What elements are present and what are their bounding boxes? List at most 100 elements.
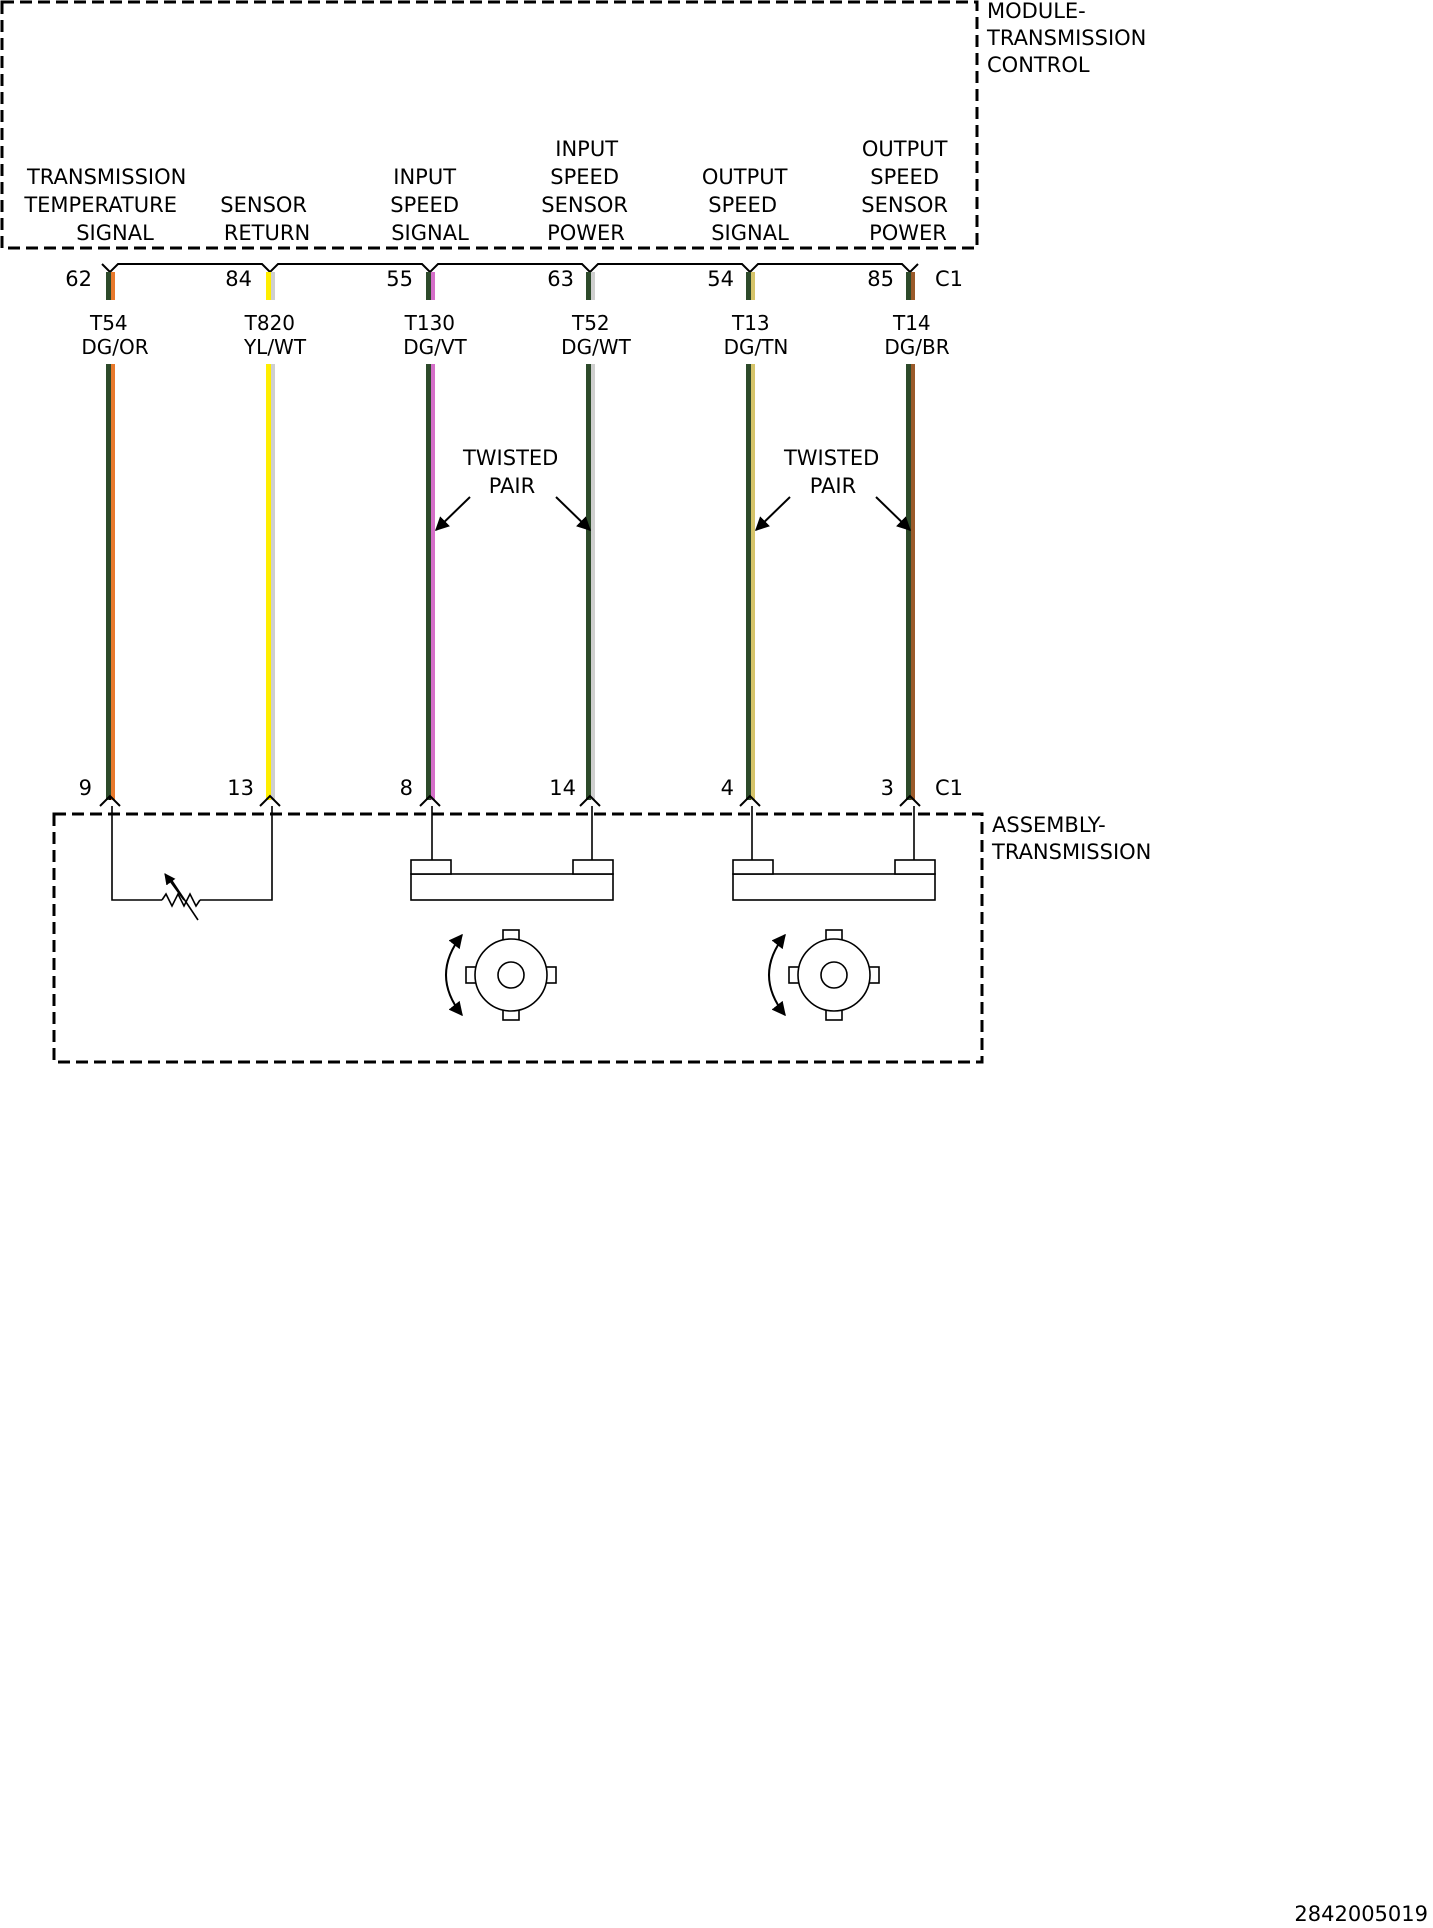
assembly-pin: 4 [721,776,734,800]
circuit-number: T14 [892,311,931,335]
circuit-label: T54 DG/OR [81,311,148,359]
function-label-input-speed-sensor-power: INPUT SPEED SENSOR POWER [541,137,634,245]
tone-wheel-icon [465,929,557,1021]
function-label-line: SIGNAL [711,221,789,245]
assembly-pin: 3 [881,776,894,800]
module-pin: 62 [65,267,92,291]
input-speed-sensor [410,806,614,1021]
module-pin: 54 [707,267,734,291]
function-label-transmission-temperature: TRANSMISSION TEMPERATURE SIGNAL [23,165,193,245]
thermistor-lead [111,806,162,901]
twisted-pair-label-line: PAIR [810,474,856,498]
module-title-line: TRANSMISSION [986,26,1146,50]
circuit-label: T52 DG/WT [561,311,631,359]
tone-wheel-hub [497,961,525,989]
function-label-line: INPUT [393,165,456,189]
function-label-line: SPEED [708,193,777,217]
sensor-terminal [410,859,452,875]
function-label-line: SPEED [550,165,619,189]
connector-pin-mark [899,794,921,807]
circuit-label: T13 DG/TN [724,311,789,359]
function-label-line: TRANSMISSION [26,165,186,189]
function-label-sensor-return: SENSOR RETURN [220,193,313,245]
module-pin: 84 [225,267,252,291]
wire-t820 [250,272,300,800]
twisted-pair-label-line: TWISTED [783,446,879,470]
circuit-label: T130 DG/VT [403,311,467,359]
thermistor-symbol [111,806,273,921]
circuit-label: T14 DG/BR [884,311,949,359]
twisted-pair-label-line: TWISTED [462,446,558,470]
circuit-number: T52 [571,311,610,335]
wire-label-gap [400,300,470,364]
function-label-line: SENSOR [220,193,307,217]
wire-label-gap [250,300,300,364]
sensor-body [732,873,936,901]
circuit-label: T820 YL/WT [243,311,307,359]
wire-color-code: DG/VT [403,335,467,359]
wire-base [426,272,431,800]
tone-wheel-hub [820,961,848,989]
connector-pin-mark [579,794,601,807]
wire-t14 [880,272,950,800]
thermistor-arrow [164,873,185,901]
wire-label-gap [560,300,630,364]
wire-base [106,272,111,800]
function-label-line: OUTPUT [702,165,788,189]
wire-stripe [591,272,595,800]
wire-base [906,272,911,800]
sensor-terminal [732,859,774,875]
rotation-arrow-icon [445,933,463,1017]
function-label-line: SIGNAL [76,221,154,245]
wire-base [586,272,591,800]
twisted-pair-arrow [555,496,592,531]
wire-label-gap [100,300,120,364]
function-label-output-speed-signal: OUTPUT SPEED SIGNAL [702,165,794,245]
assembly-title-line: ASSEMBLY- [992,813,1106,837]
module-title: MODULE- TRANSMISSION CONTROL [986,0,1153,77]
connector-pin-mark [259,794,281,807]
assembly-box [52,812,984,1064]
wire-base [266,272,271,800]
wire-stripe [751,272,755,800]
circuit-number: T54 [89,311,128,335]
wire-base [746,272,751,800]
wire-t130 [400,272,470,800]
tone-wheel-icon [788,929,880,1021]
wire-label-gap [720,300,790,364]
assembly-connector-c1 [99,794,921,807]
assembly-title-line: TRANSMISSION [991,840,1151,864]
connector-pin-mark [419,794,441,807]
assembly-connector-label: C1 [935,776,963,800]
module-box [0,0,979,250]
wire-color-code: DG/TN [724,335,789,359]
function-label-line: SPEED [390,193,459,217]
module-pin: 55 [386,267,413,291]
function-label-line: POWER [869,221,947,245]
twisted-pair-label: TWISTED PAIR [462,446,565,498]
assembly-pin: 13 [227,776,254,800]
figure-id: 2842005019 [1294,1902,1428,1926]
wire-color-code: YL/WT [243,335,307,359]
circuit-number: T820 [244,311,295,335]
assembly-pin: 9 [79,776,92,800]
module-title-line: CONTROL [987,53,1090,77]
wire-color-code: DG/OR [81,335,148,359]
wire-t54 [100,272,120,800]
module-connector-c1 [101,263,919,274]
wire-label-gap [880,300,950,364]
function-label-line: TEMPERATURE [23,193,177,217]
wire-stripe [111,272,115,800]
sensor-body [410,873,614,901]
circuit-number: T13 [731,311,770,335]
assembly-pin: 14 [549,776,576,800]
circuit-number: T130 [404,311,455,335]
assembly-pin: 8 [400,776,413,800]
sensor-terminal [572,859,614,875]
module-pin: 85 [867,267,894,291]
wire-color-code: DG/WT [561,335,631,359]
wire-stripe [271,272,275,800]
twisted-pair-label: TWISTED PAIR [783,446,886,498]
wire-color-code: DG/BR [884,335,949,359]
